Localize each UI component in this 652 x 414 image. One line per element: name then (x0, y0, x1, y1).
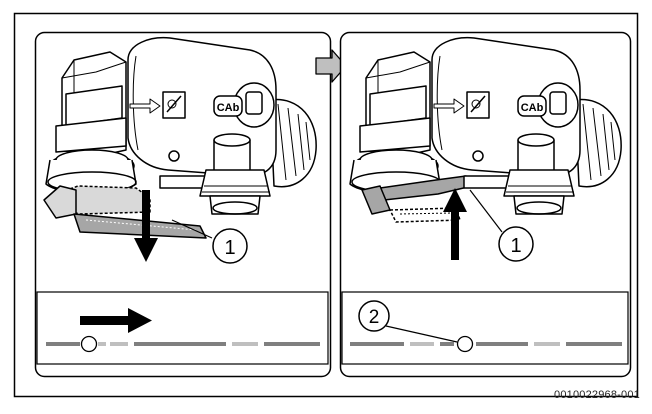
panel-right: CAb (339, 31, 632, 378)
callout-right-circle (498, 226, 534, 262)
scale-bar-right (350, 335, 622, 353)
callout-scale-circle (358, 300, 390, 332)
scale-bar-left (46, 335, 320, 353)
push-arrow-icon (80, 308, 152, 333)
document-id: 0010022968-001 (554, 389, 640, 401)
scale-box-left (36, 291, 329, 365)
scale-box-right (341, 291, 629, 365)
callout-right-label: 1 (510, 235, 521, 257)
callout-right-leader (469, 189, 503, 233)
up-arrow-icon (443, 188, 467, 260)
scale-marker-right (456, 335, 474, 353)
scale-marker-left (80, 335, 98, 353)
svg-text:CAb: CAb (521, 102, 544, 114)
callout-left-leader (171, 219, 213, 239)
transition-arrow-icon (315, 49, 347, 83)
svg-text:CAb: CAb (217, 102, 240, 114)
valve-illustration-right: CAb (349, 36, 622, 223)
panel-left: CAb (34, 31, 332, 378)
callout-scale-label: 2 (369, 307, 380, 328)
callout-left-circle (212, 228, 248, 264)
callout-left-label: 1 (224, 237, 235, 259)
valve-illustration-left: CAb (43, 36, 317, 239)
callout-scale-leader (385, 325, 458, 343)
down-arrow-icon (134, 190, 158, 262)
